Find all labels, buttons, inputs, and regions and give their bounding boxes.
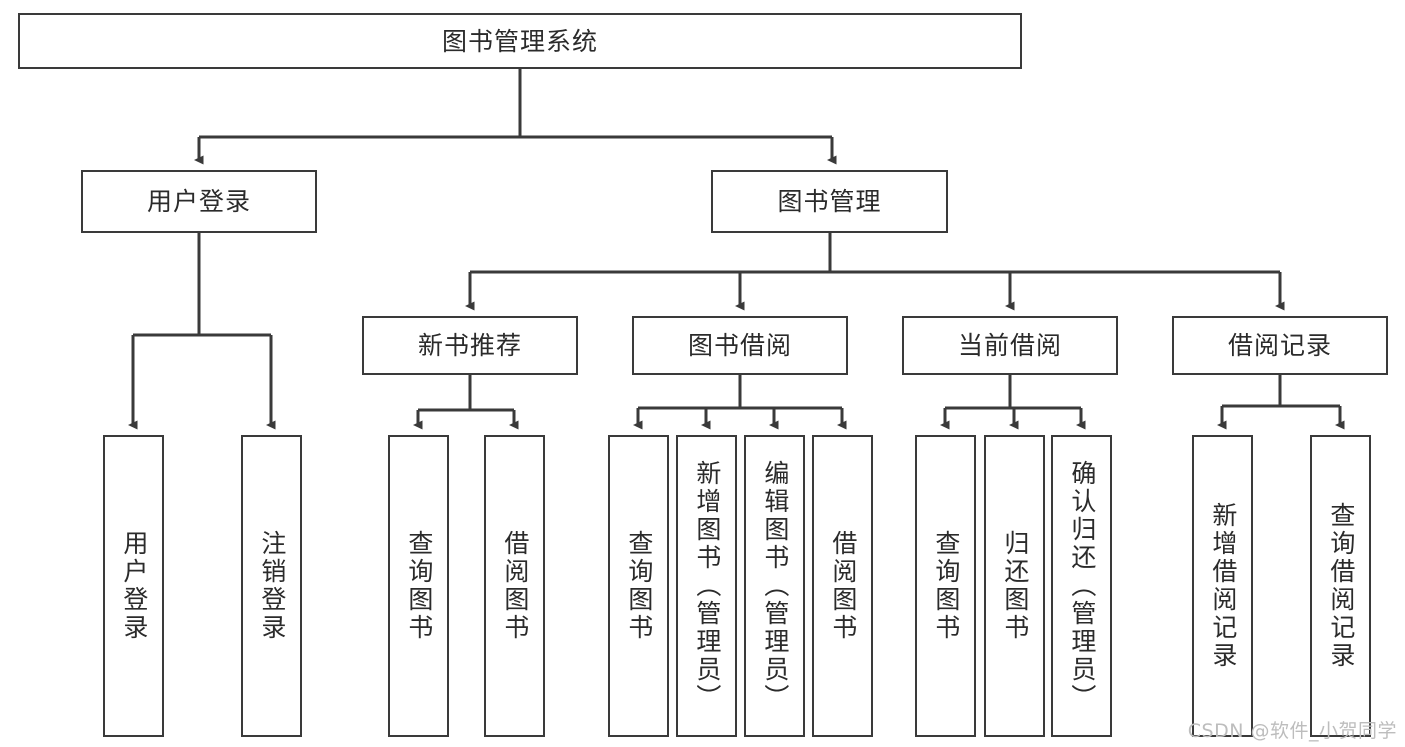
node-leaf-add-borrow-record[interactable]: 新增借阅记录	[1192, 435, 1253, 737]
node-leaf-borrow-book-2[interactable]: 借阅图书	[812, 435, 873, 737]
node-current-borrow-label: 当前借阅	[957, 331, 1062, 360]
node-user-login[interactable]: 用户登录	[81, 170, 317, 233]
node-leaf-user-logout-label: 注销登录	[257, 530, 287, 642]
node-leaf-query-book-1[interactable]: 查询图书	[388, 435, 449, 737]
node-leaf-query-book-3[interactable]: 查询图书	[915, 435, 976, 737]
node-current-borrow[interactable]: 当前借阅	[902, 316, 1118, 375]
node-leaf-user-login[interactable]: 用户登录	[103, 435, 164, 737]
node-new-book-recommend[interactable]: 新书推荐	[362, 316, 578, 375]
node-borrow-record[interactable]: 借阅记录	[1172, 316, 1388, 375]
node-leaf-add-borrow-record-label: 新增借阅记录	[1208, 502, 1238, 670]
node-leaf-query-book-3-label: 查询图书	[931, 530, 961, 642]
node-leaf-borrow-book-1[interactable]: 借阅图书	[484, 435, 545, 737]
node-book-manage[interactable]: 图书管理	[711, 170, 948, 233]
node-leaf-user-login-label: 用户登录	[119, 530, 149, 642]
node-root-label: 图书管理系统	[441, 26, 598, 56]
node-user-login-label: 用户登录	[146, 187, 251, 216]
node-book-manage-label: 图书管理	[777, 187, 882, 216]
node-root[interactable]: 图书管理系统	[18, 13, 1022, 69]
node-leaf-confirm-return-admin[interactable]: 确认归还（管理员）	[1051, 435, 1112, 737]
node-leaf-edit-book-admin[interactable]: 编辑图书（管理员）	[744, 435, 805, 737]
node-leaf-return-book-label: 归还图书	[1000, 530, 1030, 642]
node-leaf-query-book-2-label: 查询图书	[624, 530, 654, 642]
node-leaf-confirm-return-admin-label: 确认归还（管理员）	[1067, 460, 1097, 712]
node-leaf-query-book-2[interactable]: 查询图书	[608, 435, 669, 737]
node-new-book-recommend-label: 新书推荐	[417, 331, 522, 360]
node-leaf-return-book[interactable]: 归还图书	[984, 435, 1045, 737]
node-leaf-add-book-admin[interactable]: 新增图书（管理员）	[676, 435, 737, 737]
node-leaf-borrow-book-2-label: 借阅图书	[828, 530, 858, 642]
node-borrow-record-label: 借阅记录	[1227, 331, 1332, 360]
node-leaf-borrow-book-1-label: 借阅图书	[500, 530, 530, 642]
node-leaf-user-logout[interactable]: 注销登录	[241, 435, 302, 737]
node-book-borrow[interactable]: 图书借阅	[632, 316, 848, 375]
csdn-watermark: CSDN @软件_小贺同学	[1187, 720, 1397, 742]
node-leaf-add-book-admin-label: 新增图书（管理员）	[692, 460, 722, 712]
node-book-borrow-label: 图书借阅	[687, 331, 792, 360]
node-leaf-query-borrow-record[interactable]: 查询借阅记录	[1310, 435, 1371, 737]
node-leaf-query-book-1-label: 查询图书	[404, 530, 434, 642]
node-leaf-query-borrow-record-label: 查询借阅记录	[1326, 502, 1356, 670]
node-leaf-edit-book-admin-label: 编辑图书（管理员）	[760, 460, 790, 712]
